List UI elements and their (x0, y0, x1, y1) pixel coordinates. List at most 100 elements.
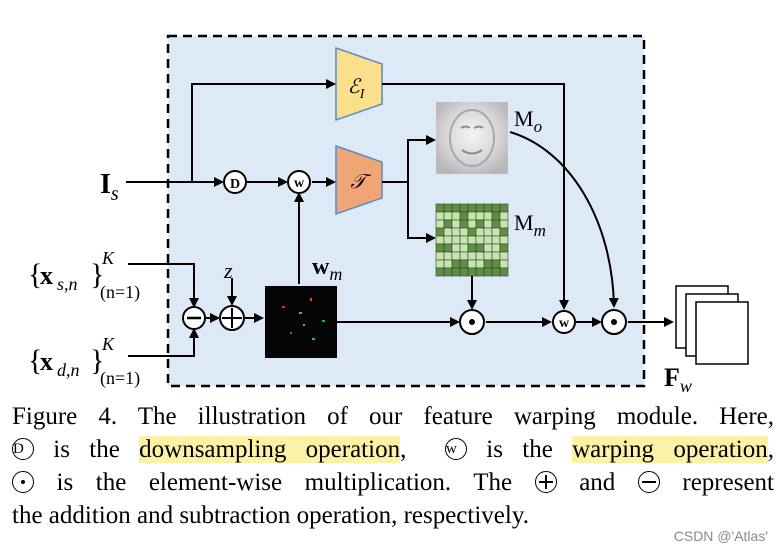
feature-warping-diagram: ℰI 𝒯 Mo Mm wm Fw Is { x s,n } K (n=1) (28, 34, 749, 396)
mask-grid-cell (443, 243, 453, 253)
svg-text:K: K (101, 248, 115, 268)
mask-grid-cell (483, 267, 493, 277)
downsample-operator: D (223, 170, 247, 194)
mask-grid-cell (483, 203, 493, 213)
svg-text:x: x (40, 261, 53, 290)
downsample-symbol: D (12, 438, 34, 461)
mask-grid-cell (435, 251, 445, 261)
mask-grid-cell (459, 251, 469, 261)
mask-grid-cell (467, 259, 477, 269)
caption-line-4: the addition and subtraction operation, … (12, 502, 529, 529)
mask-grid-cell (451, 259, 461, 269)
mask-grid-cell (467, 235, 477, 245)
svg-text:(n=1): (n=1) (100, 282, 140, 303)
multiply-operator-2 (601, 309, 627, 335)
warp-operator-1: w (287, 170, 311, 194)
mask-grid-cell (499, 259, 509, 269)
mask-grid-cell (491, 211, 501, 221)
subtract-operator (182, 306, 206, 330)
input-image-label: Is (100, 169, 119, 205)
mask-grid-cell (459, 227, 469, 237)
svg-text:K: K (101, 334, 115, 354)
subtract-symbol (637, 471, 660, 494)
source-keypoints-label: { x s,n } K (n=1) (28, 248, 140, 303)
mask-grid-cell (475, 251, 485, 261)
mask-grid-cell (499, 235, 509, 245)
mask-grid-cell (483, 251, 493, 261)
caption-line-3: is the element-wise multiplication. The … (12, 466, 774, 499)
mask-grid-cell (467, 251, 477, 261)
encoder-block (335, 46, 383, 122)
mask-grid-cell (491, 235, 501, 245)
mask-grid-cell (491, 267, 501, 277)
caption-line-1: Figure 4. The illustration of our featur… (12, 403, 774, 430)
flow-field-image (265, 286, 337, 358)
transformer-block (335, 144, 383, 216)
mask-grid-cell (443, 219, 453, 229)
mask-grid-cell (435, 203, 445, 213)
warping-highlight: warping operation (572, 436, 768, 463)
mask-grid-cell (435, 211, 445, 221)
mask-grid-cell (435, 235, 445, 245)
multiply-symbol (12, 471, 34, 494)
mask-grid-cell (451, 219, 461, 229)
flow-field-label: wm (312, 254, 342, 284)
output-feature-map-3 (695, 301, 749, 365)
mask-grid-cell (443, 227, 453, 237)
mask-grid-cell (435, 267, 445, 277)
mask-grid-cell (475, 259, 485, 269)
mask-grid-cell (491, 243, 501, 253)
mask-grid-cell (435, 227, 445, 237)
mask-grid-cell (483, 211, 493, 221)
mask-grid-cell (475, 267, 485, 277)
downsampling-highlight: downsampling operation (139, 436, 401, 463)
mask-grid-cell (475, 211, 485, 221)
mask-grid-cell (467, 211, 477, 221)
mask-grid-cell (499, 267, 509, 277)
watermark: CSDN @'Atlas' (673, 528, 768, 544)
mask-grid-cell (483, 259, 493, 269)
connectors (126, 79, 674, 357)
mask-grid-cell (451, 235, 461, 245)
caption-line-2: D is the downsampling operation, w is th… (12, 436, 774, 463)
mask-grid-cell (499, 243, 509, 253)
mask-grid-cell (491, 259, 501, 269)
mask-grid-cell (483, 243, 493, 253)
mask-grid-cell (475, 203, 485, 213)
encoder-label: ℰI (348, 76, 366, 102)
warp-operator-2: w (552, 310, 576, 334)
mask-grid-cell (467, 227, 477, 237)
mask-grid-cell (467, 219, 477, 229)
mask-grid-cell (499, 227, 509, 237)
mask-grid-cell (459, 267, 469, 277)
driving-keypoints-label: { x d,n } K (n=1) (28, 334, 140, 389)
mask-grid-cell (451, 243, 461, 253)
mask-grid-cell (491, 251, 501, 261)
mask-grid-cell (443, 259, 453, 269)
svg-text:w: w (294, 176, 305, 191)
mask-grid-cell (459, 243, 469, 253)
mask-grid-cell (451, 251, 461, 261)
mask-grid-cell (435, 259, 445, 269)
noise-label: z (223, 258, 233, 283)
svg-text:x: x (40, 347, 53, 376)
mask-grid-cell (443, 203, 453, 213)
mask-grid-cell (451, 211, 461, 221)
mask-grid-cell (451, 267, 461, 277)
mask-grid-cell (483, 235, 493, 245)
mask-grid-cell (443, 211, 453, 221)
mask-grid-cell (499, 251, 509, 261)
mask-grid-cell (483, 219, 493, 229)
svg-text:(n=1): (n=1) (100, 368, 140, 389)
mask-grid-cell (491, 203, 501, 213)
svg-text:d,n: d,n (57, 360, 80, 380)
flow-field-speckles (282, 298, 325, 340)
mask-grid-cell (499, 219, 509, 229)
module-boundary (166, 34, 646, 388)
add-operator (219, 305, 245, 331)
svg-text:D: D (230, 177, 240, 192)
mask-grid-cell (475, 227, 485, 237)
mask-grid-cell (491, 219, 501, 229)
mask-grid-cell (459, 259, 469, 269)
occlusion-mask-label: Mo (514, 106, 542, 136)
